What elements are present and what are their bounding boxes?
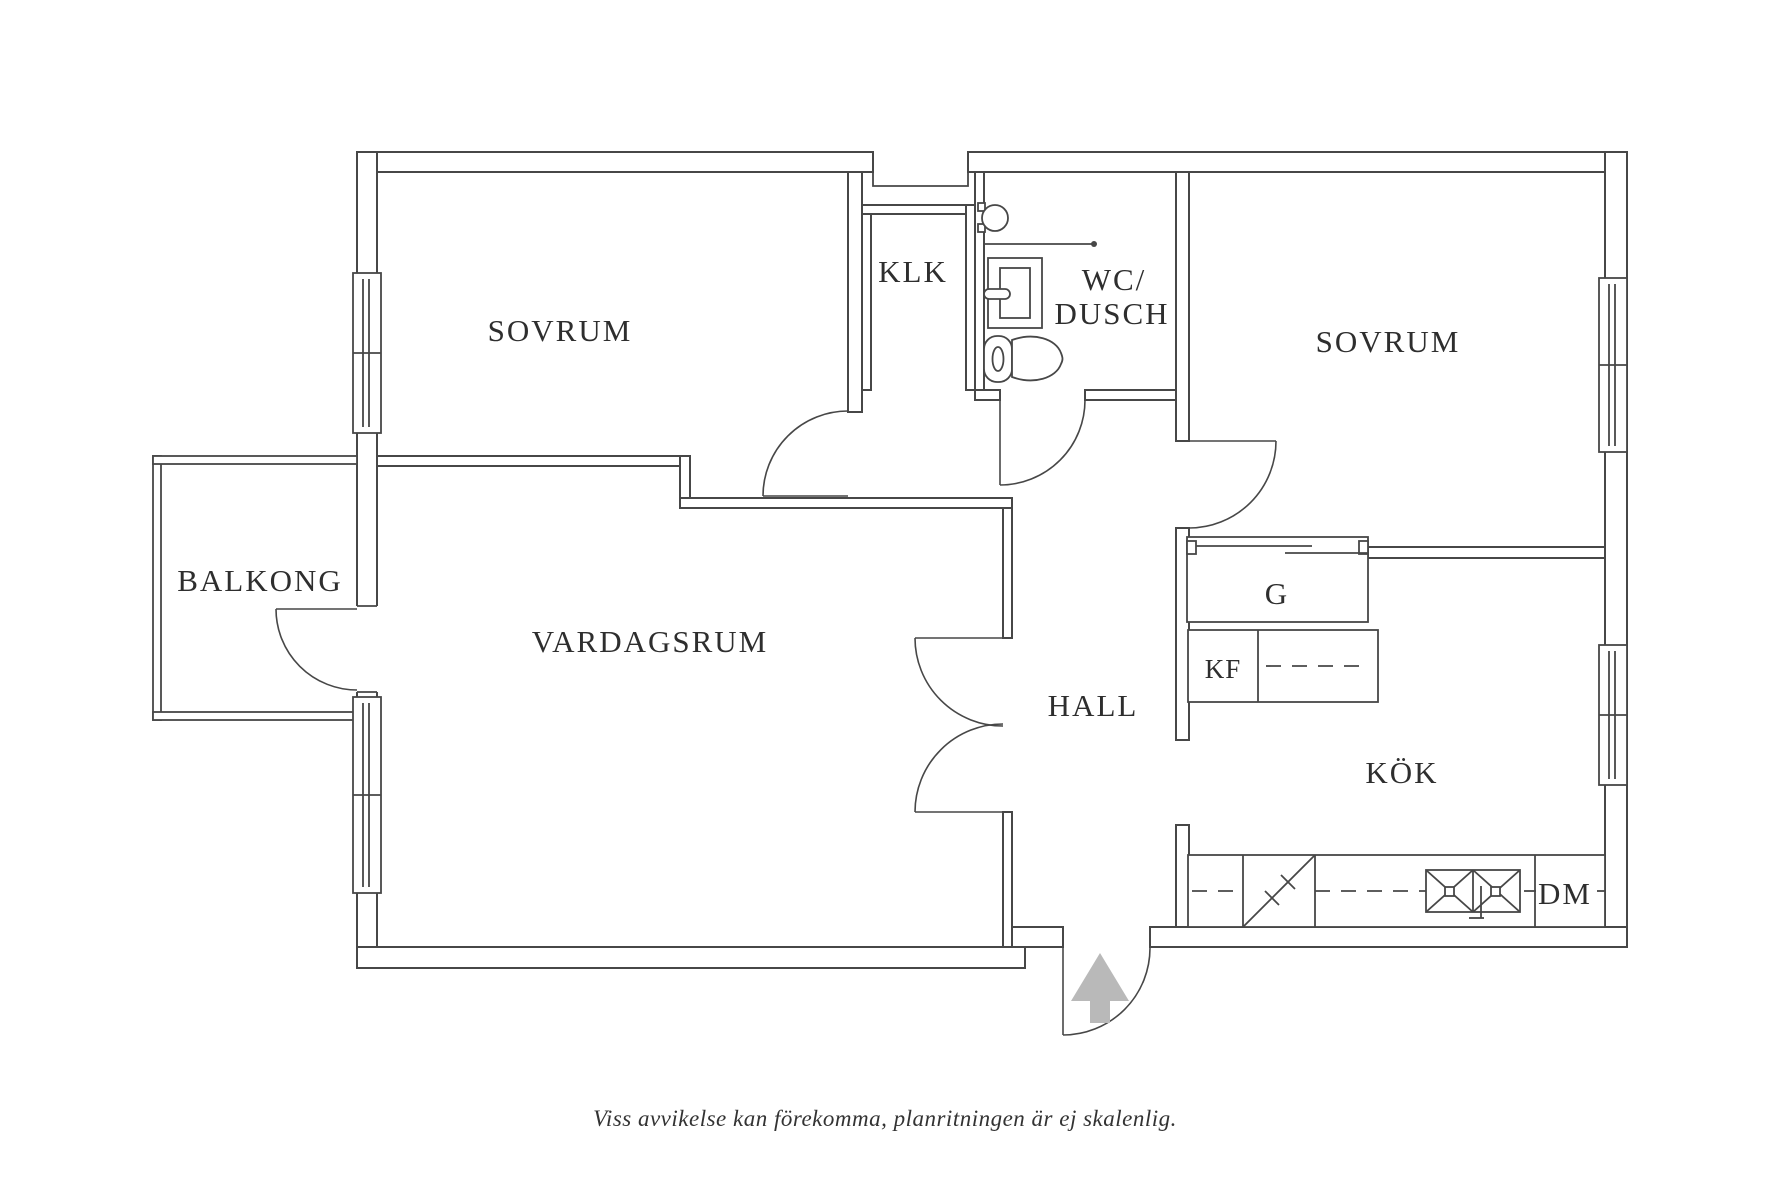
- room-label-sovrum-left: SOVRUM: [488, 313, 633, 348]
- room-labels: SOVRUM KLK WC/ DUSCH SOVRUM BALKONG VARD…: [177, 254, 1592, 911]
- room-label-hall: HALL: [1048, 688, 1139, 723]
- window-sovrum-left: [352, 272, 382, 434]
- shower-icon: [977, 202, 1097, 247]
- window-kok: [1598, 644, 1628, 786]
- room-label-wc-line2: DUSCH: [1054, 296, 1169, 331]
- room-label-diskmaskin: DM: [1538, 876, 1592, 911]
- wc-door: [999, 399, 1086, 486]
- entry-arrow-icon: [1071, 953, 1129, 1023]
- room-label-kok: KÖK: [1365, 755, 1438, 790]
- fridge-freezer-cabinet: [1187, 629, 1379, 703]
- room-label-klk: KLK: [878, 254, 948, 289]
- room-label-balkong: BALKONG: [177, 563, 343, 598]
- entry-door: [1062, 947, 1151, 1036]
- bathroom-sink-icon: [983, 257, 1043, 329]
- room-label-sovrum-right: SOVRUM: [1316, 324, 1461, 359]
- vardagsrum-double-door: [914, 637, 1012, 813]
- interior-walls: [376, 171, 1606, 948]
- window-sovrum-right: [1598, 277, 1628, 453]
- room-label-garderob: G: [1265, 576, 1289, 611]
- kitchen-counter: [1187, 854, 1606, 928]
- balcony-door: [275, 605, 379, 693]
- toilet-icon: [983, 335, 1064, 383]
- window-vardagsrum: [352, 696, 382, 894]
- stove-icon: [1242, 854, 1316, 928]
- sovrum-right-door: [1188, 440, 1277, 529]
- wardrobe-cabinet: [1186, 536, 1369, 623]
- room-label-vardagsrum: VARDAGSRUM: [532, 624, 769, 659]
- sovrum-left-door: [762, 410, 849, 497]
- room-label-kyl-frys: KF: [1205, 654, 1242, 684]
- kitchen-sink-icon: [1425, 869, 1521, 919]
- disclaimer-text: Viss avvikelse kan förekomma, planritnin…: [593, 1106, 1177, 1131]
- room-label-wc-line1: WC/: [1082, 262, 1147, 297]
